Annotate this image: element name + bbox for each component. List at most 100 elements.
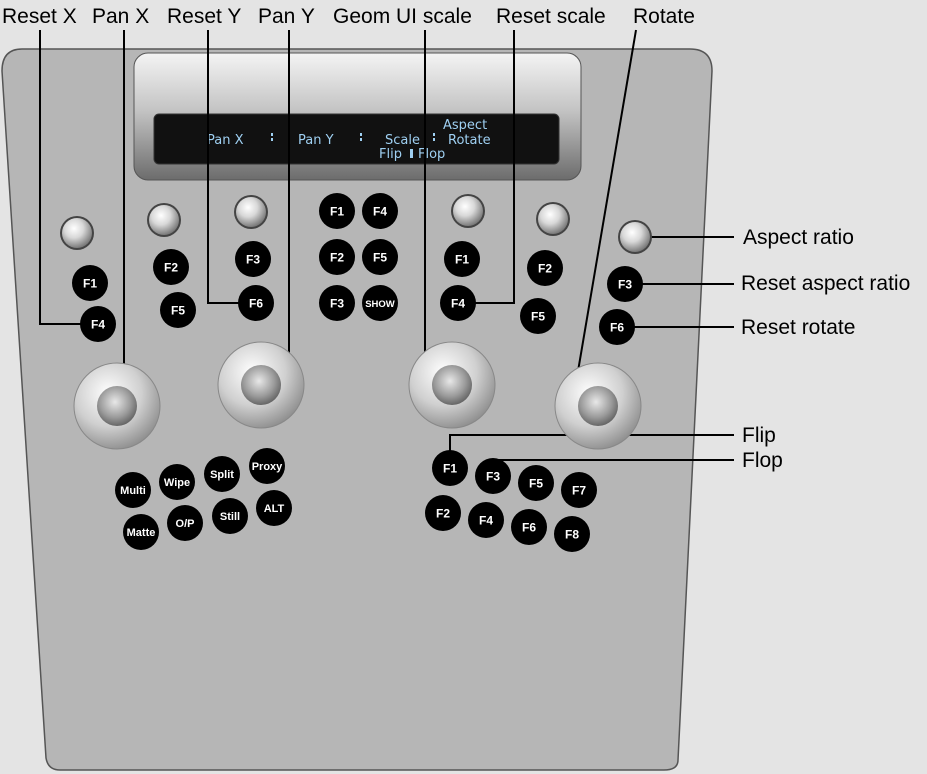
svg-text:F6: F6 bbox=[610, 321, 624, 335]
callout-aspect-ratio: Aspect ratio bbox=[743, 226, 854, 249]
trackball-4[interactable] bbox=[554, 362, 642, 450]
callout-reset-x: Reset X bbox=[2, 5, 77, 28]
svg-text:Multi: Multi bbox=[120, 485, 146, 497]
svg-text:O/P: O/P bbox=[176, 518, 195, 530]
svg-text:F2: F2 bbox=[330, 251, 344, 265]
soft-key-f4[interactable]: F4 bbox=[468, 502, 504, 538]
soft-key-f2[interactable]: F2 bbox=[425, 495, 461, 531]
svg-text:F3: F3 bbox=[618, 278, 632, 292]
soft-key-f5[interactable]: F5 bbox=[518, 465, 554, 501]
trackball-2[interactable] bbox=[217, 341, 305, 429]
callout-pan-y: Pan Y bbox=[258, 5, 315, 28]
matte-button[interactable]: Matte bbox=[123, 514, 159, 550]
flop-button[interactable]: F3 bbox=[475, 458, 511, 494]
lcd-separator bbox=[360, 133, 362, 136]
soft-key-f4[interactable]: F4 bbox=[80, 306, 116, 342]
svg-text:ALT: ALT bbox=[264, 503, 285, 515]
soft-key-f2[interactable]: F2 bbox=[319, 239, 355, 275]
svg-text:Proxy: Proxy bbox=[252, 461, 283, 473]
lcd-pan-x: Pan X bbox=[207, 133, 244, 148]
soft-key-f6[interactable]: F6 bbox=[238, 285, 274, 321]
svg-text:F2: F2 bbox=[436, 507, 450, 521]
knob[interactable] bbox=[60, 216, 94, 250]
callout-rotate: Rotate bbox=[633, 5, 695, 28]
svg-text:F4: F4 bbox=[373, 205, 387, 219]
soft-key-f3[interactable]: F3 bbox=[235, 241, 271, 277]
svg-text:F5: F5 bbox=[529, 477, 543, 491]
output-button[interactable]: O/P bbox=[167, 505, 203, 541]
soft-key-f2[interactable]: F2 bbox=[527, 250, 563, 286]
split-button[interactable]: Split bbox=[204, 456, 240, 492]
soft-key-f4[interactable]: F4 bbox=[362, 193, 398, 229]
callout-reset-scale: Reset scale bbox=[496, 5, 606, 28]
knob-aspect-ratio[interactable] bbox=[618, 220, 652, 254]
lcd-separator bbox=[433, 133, 435, 136]
proxy-button[interactable]: Proxy bbox=[249, 448, 285, 484]
callout-reset-aspect-ratio: Reset aspect ratio bbox=[741, 272, 910, 295]
svg-text:F6: F6 bbox=[522, 521, 536, 535]
knob[interactable] bbox=[147, 203, 181, 237]
svg-text:F1: F1 bbox=[83, 277, 97, 291]
knob[interactable] bbox=[234, 195, 268, 229]
lcd-separator bbox=[271, 138, 273, 141]
soft-key-f1[interactable]: F1 bbox=[72, 265, 108, 301]
svg-text:F7: F7 bbox=[572, 484, 586, 498]
lcd-separator bbox=[360, 138, 362, 141]
reset-aspect-ratio-button[interactable]: F3 bbox=[607, 266, 643, 302]
knob[interactable] bbox=[536, 202, 570, 236]
wipe-button[interactable]: Wipe bbox=[159, 464, 195, 500]
svg-text:Matte: Matte bbox=[127, 527, 156, 539]
svg-text:F3: F3 bbox=[330, 297, 344, 311]
soft-key-f5[interactable]: F5 bbox=[160, 292, 196, 328]
soft-key-f2[interactable]: F2 bbox=[153, 249, 189, 285]
multi-button[interactable]: Multi bbox=[115, 472, 151, 508]
svg-text:F8: F8 bbox=[565, 528, 579, 542]
lcd-rotate: Rotate bbox=[448, 133, 491, 148]
soft-key-f5[interactable]: F5 bbox=[520, 298, 556, 334]
soft-key-f6[interactable]: F6 bbox=[511, 509, 547, 545]
still-button[interactable]: Still bbox=[212, 498, 248, 534]
lcd-separator bbox=[410, 149, 413, 158]
svg-text:F3: F3 bbox=[486, 470, 500, 484]
reset-rotate-button[interactable]: F6 bbox=[599, 309, 635, 345]
svg-text:F1: F1 bbox=[455, 253, 469, 267]
svg-text:F4: F4 bbox=[91, 318, 105, 332]
callout-flip: Flip bbox=[742, 424, 776, 447]
svg-text:F1: F1 bbox=[330, 205, 344, 219]
alt-button[interactable]: ALT bbox=[256, 490, 292, 526]
svg-text:F5: F5 bbox=[373, 251, 387, 265]
soft-key-f4[interactable]: F4 bbox=[440, 285, 476, 321]
trackball-3[interactable] bbox=[408, 341, 496, 429]
show-button[interactable]: SHOW bbox=[362, 285, 398, 321]
svg-text:F5: F5 bbox=[171, 304, 185, 318]
soft-key-f3[interactable]: F3 bbox=[319, 285, 355, 321]
flip-button[interactable]: F1 bbox=[432, 450, 468, 486]
soft-key-f1[interactable]: F1 bbox=[444, 241, 480, 277]
leader-rotate bbox=[575, 29, 637, 384]
svg-text:F2: F2 bbox=[538, 262, 552, 276]
lcd-separator bbox=[433, 138, 435, 141]
svg-text:Split: Split bbox=[210, 469, 234, 481]
leader-reset-x bbox=[39, 30, 82, 325]
lcd-flip: Flip bbox=[379, 147, 402, 162]
svg-text:Still: Still bbox=[220, 511, 240, 523]
knob[interactable] bbox=[451, 194, 485, 228]
svg-text:F4: F4 bbox=[451, 297, 465, 311]
svg-text:SHOW: SHOW bbox=[365, 299, 395, 310]
svg-text:F2: F2 bbox=[164, 261, 178, 275]
soft-key-f8[interactable]: F8 bbox=[554, 516, 590, 552]
panel-body bbox=[1, 48, 713, 771]
svg-text:F5: F5 bbox=[531, 310, 545, 324]
soft-key-f5[interactable]: F5 bbox=[362, 239, 398, 275]
soft-key-f7[interactable]: F7 bbox=[561, 472, 597, 508]
lcd-pan-y: Pan Y bbox=[298, 133, 334, 148]
callout-reset-y: Reset Y bbox=[167, 5, 241, 28]
soft-key-f1[interactable]: F1 bbox=[319, 193, 355, 229]
trackball-1[interactable] bbox=[73, 362, 161, 450]
svg-text:F4: F4 bbox=[479, 514, 493, 528]
svg-text:Wipe: Wipe bbox=[164, 477, 190, 489]
lcd-aspect: Aspect bbox=[443, 118, 487, 133]
leader-reset-y bbox=[207, 30, 240, 304]
svg-text:F6: F6 bbox=[249, 297, 263, 311]
lcd-scale: Scale bbox=[385, 133, 420, 148]
